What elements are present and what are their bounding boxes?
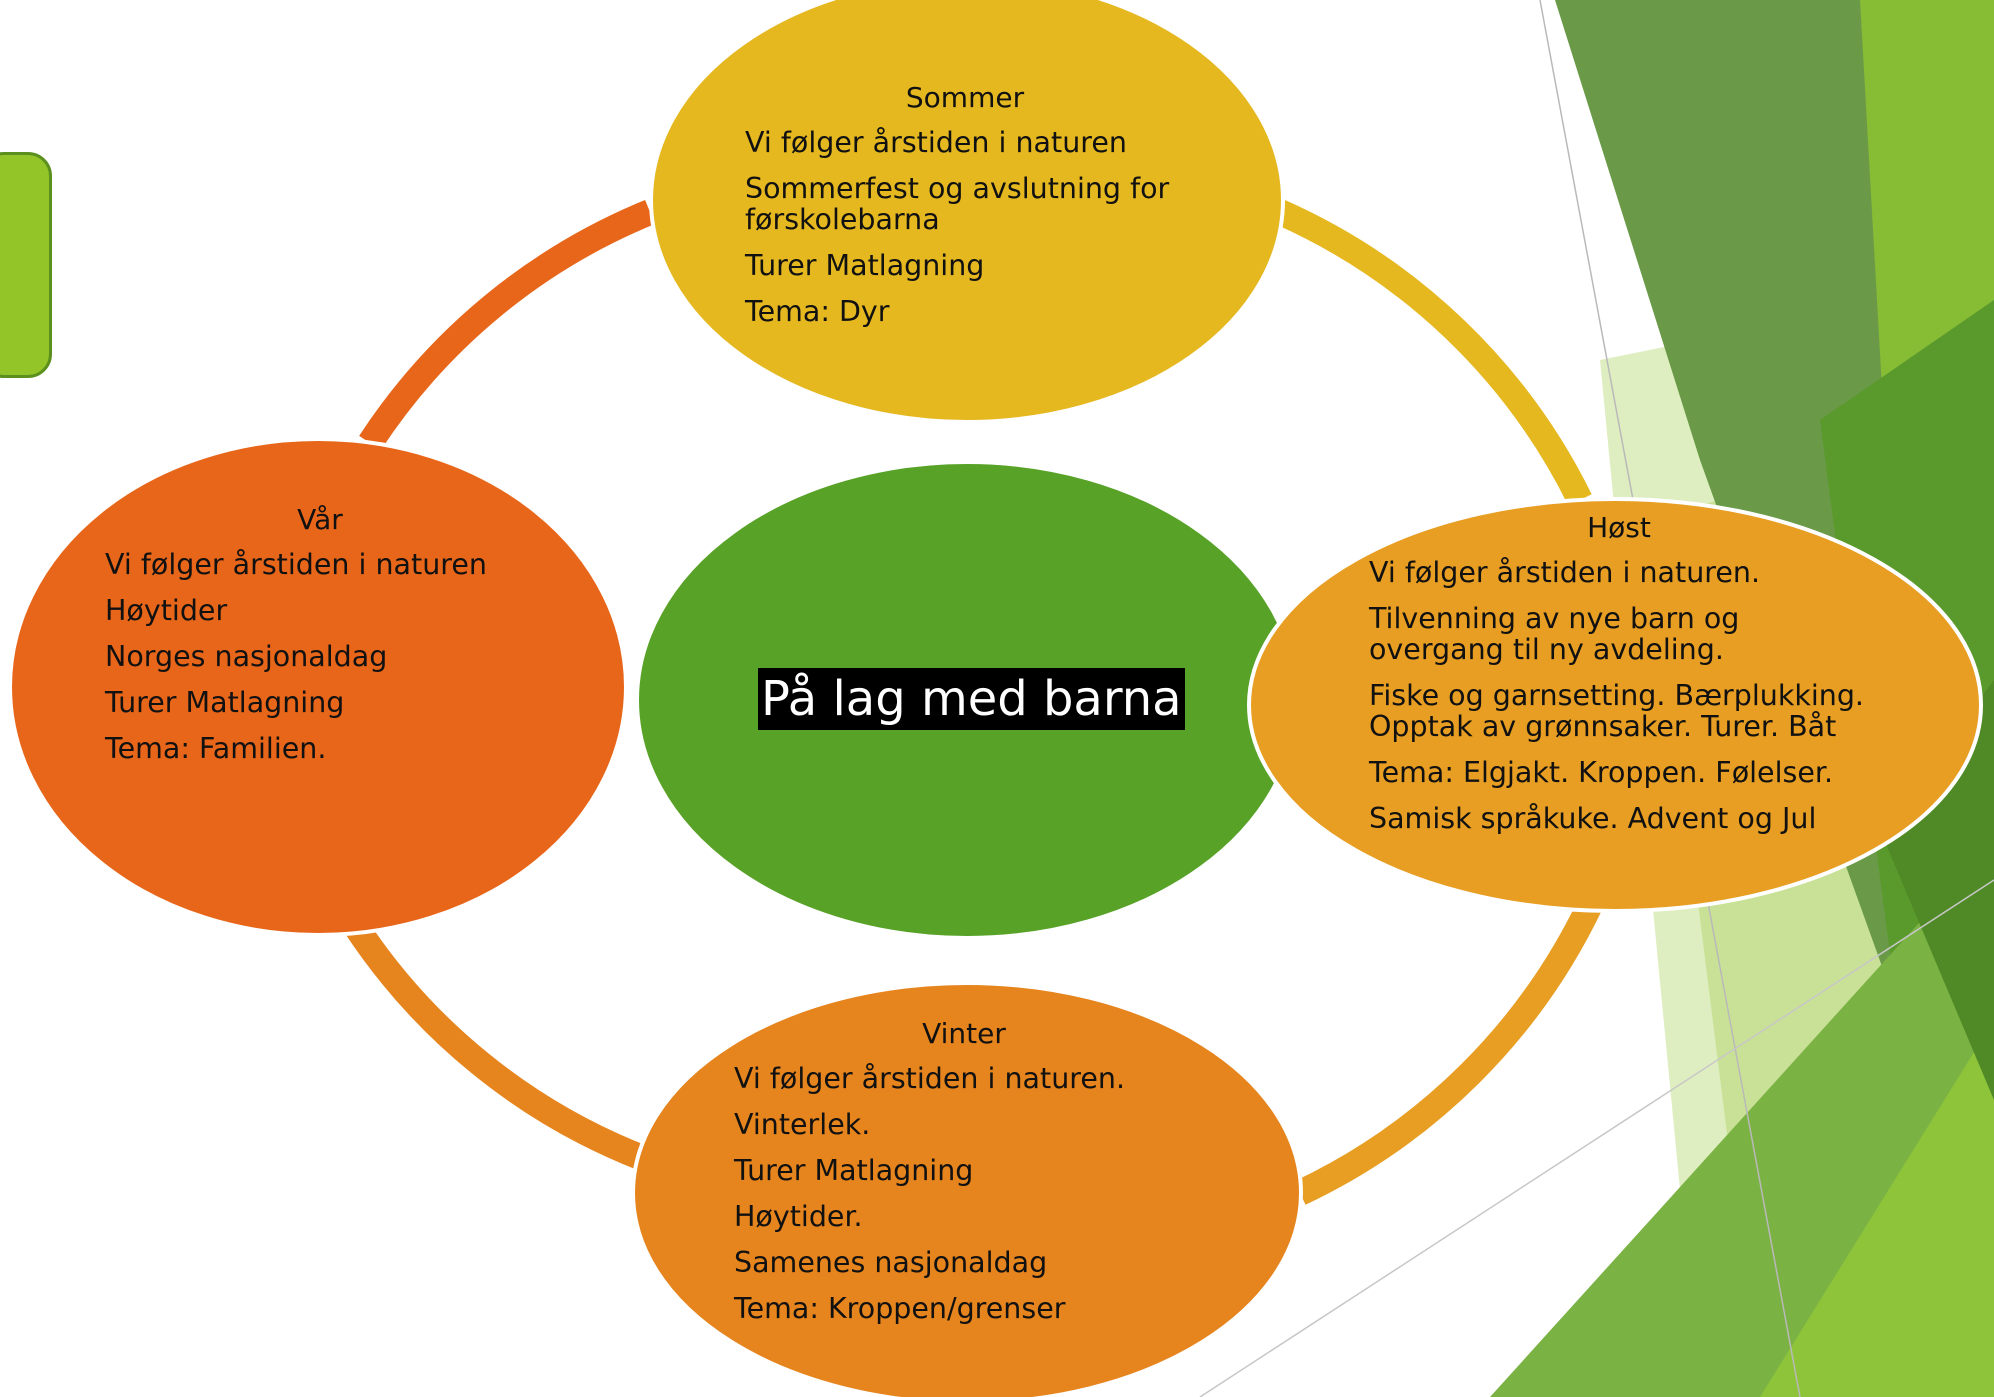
host-block: Høst Vi følger årstiden i naturen. Tilve… [1369, 512, 1889, 849]
ring-arc-vinter-var [344, 917, 645, 1170]
vinter-title: Vinter [922, 1017, 1006, 1050]
sommer-item: Turer Matlagning [745, 249, 985, 282]
ellipse-sommer [649, 0, 1285, 424]
vinter-item: Høytider. [734, 1200, 863, 1233]
facet-deep-1 [1880, 680, 1994, 1100]
host-item: Tilvenning av nye barn og overgang til n… [1369, 602, 1740, 666]
side-tab [0, 152, 52, 378]
var-item: Høytider [105, 594, 228, 627]
sommer-block: Sommer Vi følger årstiden i naturen Somm… [745, 82, 1185, 342]
cycle-ring [344, 199, 1602, 1205]
vinter-block: Vinter Vi følger årstiden i naturen. Vin… [734, 1018, 1194, 1339]
var-block: Vår Vi følger årstiden i naturen Høytide… [105, 504, 535, 779]
ring-arc-host-vinter [1294, 899, 1602, 1205]
host-title: Høst [1587, 511, 1651, 544]
vinter-item: Turer Matlagning [734, 1154, 974, 1187]
var-item: Turer Matlagning [105, 686, 345, 719]
vinter-item: Vinterlek. [734, 1108, 871, 1141]
var-item: Norges nasjonaldag [105, 640, 388, 673]
facet-line-2 [1199, 879, 1994, 1397]
vinter-item: Vi følger årstiden i naturen. [734, 1062, 1125, 1095]
facet-bright-1 [1760, 1020, 1994, 1397]
vinter-item: Samenes nasjonaldag [734, 1246, 1048, 1279]
ellipse-var [8, 437, 628, 937]
host-item: Tema: Elgjakt. Kroppen. Følelser. [1369, 756, 1834, 789]
ring-arc-sommer-host [1274, 200, 1592, 506]
vinter-item: Tema: Kroppen/grenser [734, 1292, 1066, 1325]
sommer-item: Vi følger årstiden i naturen [745, 126, 1127, 159]
sommer-item: Tema: Dyr [745, 295, 890, 328]
host-item: Fiske og garnsetting. Bærplukking. Oppta… [1369, 679, 1864, 743]
ellipse-vinter [631, 981, 1303, 1397]
var-item: Tema: Familien. [105, 732, 327, 765]
sommer-title: Sommer [905, 81, 1025, 114]
ellipse-host [1247, 497, 1983, 913]
sommer-item: Sommerfest og avslutning for førskolebar… [745, 172, 1170, 236]
center-title: På lag med barna [758, 668, 1185, 730]
ring-arc-var-sommer [359, 199, 655, 451]
var-title: Vår [297, 503, 343, 536]
var-item: Vi følger årstiden i naturen [105, 548, 487, 581]
host-item: Vi følger årstiden i naturen. [1369, 556, 1760, 589]
host-item: Samisk språkuke. Advent og Jul [1369, 802, 1817, 835]
